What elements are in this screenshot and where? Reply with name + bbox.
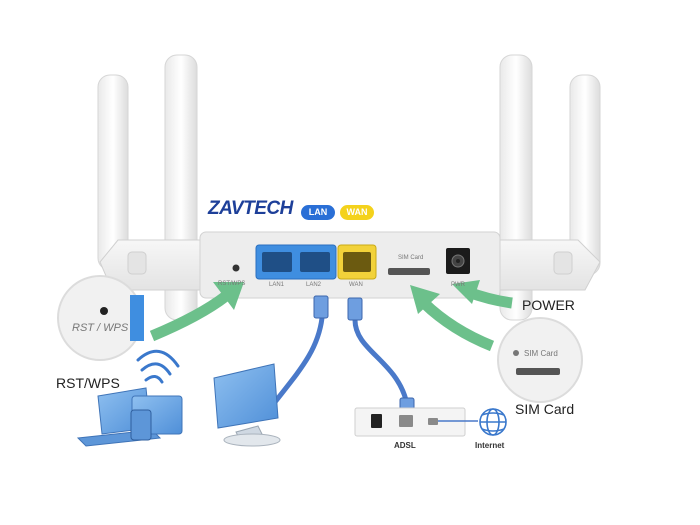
wan-badge: WAN	[340, 205, 374, 220]
rst-callout: RST/WPS	[56, 375, 120, 391]
arrow-to-reset	[149, 291, 230, 342]
phone-icon	[130, 409, 152, 441]
brand-logo: ZAVTECH	[208, 198, 293, 219]
zoom-reset-label: RST / WPS	[72, 322, 129, 334]
arrow-to-sim	[420, 299, 495, 352]
power-socket-icon	[446, 248, 470, 274]
wan-cable	[347, 297, 415, 419]
router-label-reset: RST/WPS	[218, 281, 246, 287]
sim-slot	[388, 268, 430, 275]
wan-port	[337, 244, 377, 280]
reset-hole-icon	[232, 264, 240, 272]
adsl-label: ADSL	[394, 441, 416, 450]
arrow-to-power-head	[452, 280, 480, 304]
globe-icon	[479, 408, 507, 436]
arrow-to-reset-head	[213, 282, 244, 310]
lan-cable	[273, 295, 329, 404]
power-callout: POWER	[522, 297, 575, 313]
lan-port-group	[255, 244, 337, 280]
internet-label: Internet	[475, 441, 505, 450]
router-label-wan: WAN	[349, 282, 363, 288]
router-label-lan2: LAN2	[306, 282, 322, 288]
router-label-power: PWR	[451, 282, 465, 288]
lan-badge: LAN	[301, 205, 335, 220]
sim-callout: SIM Card	[515, 401, 575, 417]
monitor-icon	[213, 363, 281, 447]
zoom-reset-circle	[57, 275, 144, 361]
wifi-icon	[136, 349, 180, 384]
adsl-modem	[354, 407, 466, 437]
router-label-sim: SIM Card	[398, 255, 424, 261]
router-label-lan1: LAN1	[269, 282, 285, 288]
arrow-to-sim-head	[410, 285, 440, 314]
zoom-sim-label: SIM Card	[524, 349, 558, 358]
zoom-sim-circle	[497, 317, 583, 403]
